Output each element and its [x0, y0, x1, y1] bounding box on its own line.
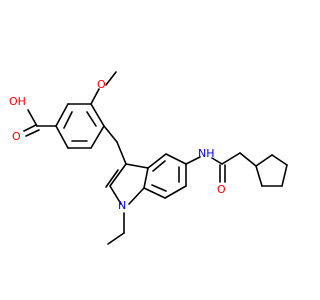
- bond-carbonyl-ch2: [221, 152, 241, 165]
- bond-indole-b5: [165, 153, 187, 165]
- label-amide-nh: NH: [198, 147, 215, 160]
- bond-indole-b2: [143, 187, 166, 199]
- bond-cp-5: [255, 165, 263, 187]
- bond-ring-methoxy-o: [90, 88, 100, 105]
- bond-indole-c3-c3a: [125, 163, 149, 169]
- bond-ring-ch2: [103, 125, 118, 143]
- molecule-structure: OH O O N NH O: [9, 71, 288, 245]
- label-carboxyl-o: O: [12, 130, 21, 143]
- bond-indole-b3: [164, 185, 187, 199]
- bonds: [23, 71, 288, 245]
- bond-ch2-indole: [116, 141, 127, 165]
- bond-cp-2: [271, 154, 288, 166]
- bond-indole-b-inner-1: [151, 184, 167, 192]
- bond-ring-a1: [55, 103, 69, 127]
- bond-ring-a6: [55, 125, 69, 149]
- label-indole-n: N: [118, 199, 126, 212]
- bond-methoxy-methyl: [105, 71, 117, 86]
- bond-indole-b6: [147, 153, 167, 169]
- atom-labels: OH O O N NH O: [9, 78, 226, 212]
- bond-indole-c3-c2: [109, 163, 127, 187]
- bond-c-oh: [27, 109, 38, 127]
- bond-indole-c2-n1: [109, 185, 122, 205]
- bond-c-o-double-1: [23, 124, 37, 132]
- bond-indole-b1: [143, 167, 149, 189]
- bond-ring-a-inner-1: [63, 111, 73, 129]
- bond-ring-a-inner-2: [86, 111, 97, 127]
- bond-ch2-cyclopentyl: [239, 152, 257, 167]
- bond-cp-3: [281, 164, 288, 187]
- structure-canvas: OH O O N NH O: [9, 71, 288, 245]
- bond-c-o-double-2: [25, 129, 40, 137]
- label-amide-o: O: [217, 183, 226, 196]
- bond-ring-a4: [90, 125, 105, 149]
- label-carboxyl-oh: OH: [9, 95, 26, 108]
- bond-indole-n1-c7a: [128, 187, 145, 205]
- bond-nh-carbonyl: [211, 157, 223, 165]
- bond-ring-nh: [185, 156, 201, 165]
- bond-ethyl-2: [107, 232, 125, 245]
- bond-indole-b-inner-3: [152, 160, 166, 172]
- bond-indole-c2-c3-double: [105, 169, 119, 188]
- bond-cp-1: [255, 154, 273, 167]
- label-methoxy-o: O: [97, 78, 106, 91]
- bond-ring-a3: [90, 103, 105, 127]
